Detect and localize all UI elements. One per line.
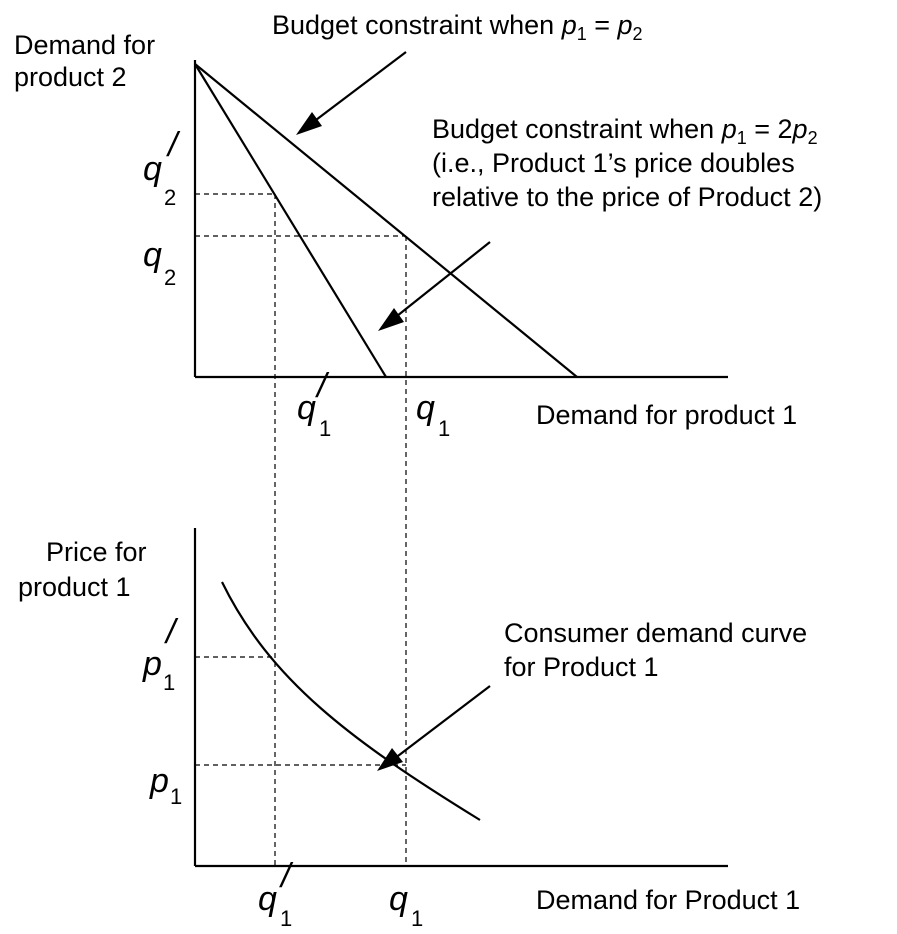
top-y-label-line1: Demand for: [14, 30, 155, 60]
budget-line-doubled-price: [194, 63, 387, 378]
svg-text:q: q: [416, 389, 435, 427]
prime-mark: /: [164, 613, 179, 651]
svg-text:2: 2: [164, 265, 176, 290]
svg-text:p: p: [142, 645, 162, 683]
tick-q1-prime-bottom: q 1 /: [258, 857, 294, 931]
annotation-doubled-price: Budget constraint when p1 = 2p2: [432, 114, 818, 148]
bottom-x-label: Demand for Product 1: [536, 885, 800, 915]
annotation-equal-prices: Budget constraint when p1 = p2: [272, 10, 643, 44]
annotation-demand-curve-line1: Consumer demand curve: [504, 618, 807, 648]
annotation-doubled-line3: relative to the price of Product 2): [432, 182, 822, 212]
bottom-y-label-line1: Price for: [46, 537, 147, 567]
bottom-chart: Price for product 1 p 1 / p 1 q 1 / q 1 …: [18, 528, 807, 931]
top-chart: Demand for product 2 q 2 / q 2 q 1 / q 1…: [14, 10, 822, 441]
svg-text:2: 2: [164, 185, 176, 210]
svg-text:1: 1: [411, 906, 423, 931]
tick-q2-prime: q 2 /: [143, 126, 181, 210]
svg-text:q: q: [143, 150, 162, 188]
demand-curve: [221, 581, 481, 821]
prime-mark: /: [166, 126, 181, 164]
top-x-label: Demand for product 1: [536, 400, 797, 430]
svg-text:1: 1: [170, 784, 182, 809]
annotation-doubled-line2: (i.e., Product 1’s price doubles: [432, 148, 795, 178]
svg-text:1: 1: [280, 906, 292, 931]
svg-text:1: 1: [319, 416, 331, 441]
budget-line-equal-prices: [194, 63, 578, 378]
arrow-doubled-price: [378, 241, 491, 331]
tick-p1-prime: p 1 /: [142, 613, 179, 695]
svg-text:p: p: [149, 762, 169, 800]
tick-p1: p 1: [149, 762, 182, 809]
top-y-label-line2: product 2: [14, 62, 127, 92]
arrow-equal-prices: [296, 51, 407, 135]
svg-text:q: q: [143, 236, 162, 274]
svg-text:1: 1: [438, 416, 450, 441]
svg-text:1: 1: [163, 670, 175, 695]
tick-q1-top: q 1: [416, 389, 450, 441]
tick-q2: q 2: [143, 236, 176, 290]
prime-mark: /: [315, 367, 330, 405]
annotation-demand-curve-line2: for Product 1: [504, 652, 659, 682]
svg-text:q: q: [297, 389, 316, 427]
svg-text:q: q: [389, 880, 408, 918]
bottom-y-label-line2: product 1: [18, 572, 131, 602]
tick-q1-prime-top: q 1 /: [297, 367, 331, 441]
tick-q1-bottom: q 1: [389, 880, 423, 931]
svg-text:q: q: [258, 880, 277, 918]
arrow-demand-curve: [377, 685, 491, 771]
prime-mark: /: [279, 857, 294, 895]
